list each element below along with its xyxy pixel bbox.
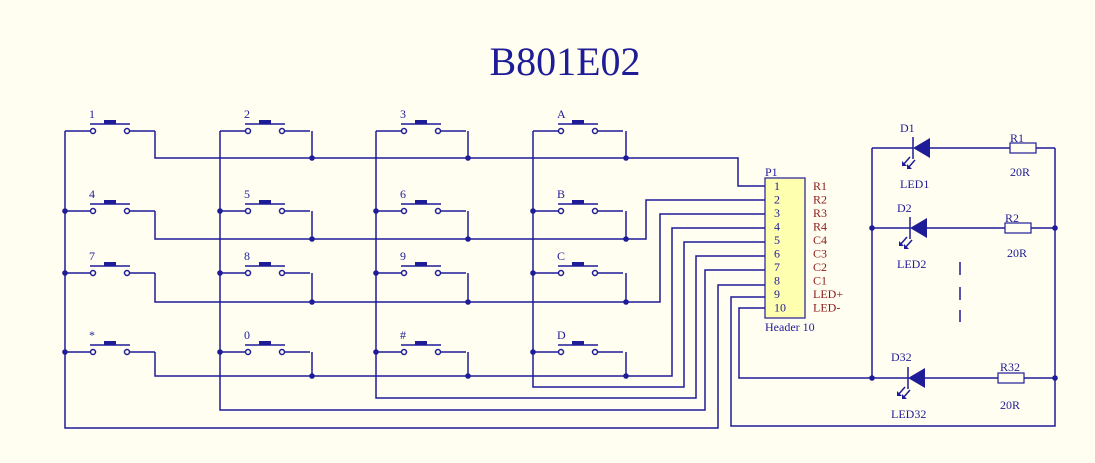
header-pin-name: C3	[813, 247, 827, 261]
key-switch: 4	[65, 187, 155, 215]
led-designator: D1	[900, 121, 915, 135]
header-pin-number: 4	[774, 220, 780, 234]
junction-dot	[1052, 375, 1058, 381]
key-switch: 9	[376, 249, 466, 277]
key-label: 3	[400, 107, 406, 121]
key-switch: C	[533, 249, 623, 277]
junction-dot	[465, 373, 471, 379]
led-name: LED32	[891, 407, 926, 421]
led-name: LED2	[897, 257, 926, 271]
key-switch: 6	[376, 187, 466, 215]
header-pin-number: 1	[774, 179, 780, 193]
key-switch: 7	[65, 249, 155, 277]
led-name: LED1	[900, 177, 929, 191]
key-label: #	[400, 328, 406, 342]
header-name: Header 10	[765, 320, 815, 334]
key-label: B	[557, 187, 565, 201]
key-label: 0	[244, 328, 250, 342]
junction-dot	[623, 236, 629, 242]
key-switch: 8	[220, 249, 310, 277]
header-designator: P1	[765, 165, 778, 179]
header-pin-name: LED-	[813, 301, 840, 315]
led-diode-icon	[908, 368, 925, 388]
junction-dot	[869, 375, 875, 381]
junction-dot	[465, 155, 471, 161]
resistor-icon	[1009, 142, 1037, 154]
key-switch: 0	[220, 328, 310, 356]
key-label: 5	[244, 187, 250, 201]
key-label: 4	[89, 187, 95, 201]
key-label: 6	[400, 187, 406, 201]
resistor-value: 20R	[1000, 398, 1020, 412]
header-pin-name: R1	[813, 179, 827, 193]
led-diode-icon	[910, 218, 927, 238]
resistor-designator: R1	[1010, 131, 1024, 145]
junction-dot	[309, 236, 315, 242]
key-switch: A	[533, 107, 623, 135]
junction-dot	[1052, 225, 1058, 231]
junction-dot	[309, 155, 315, 161]
header-pin-number: 7	[774, 260, 780, 274]
key-switch: 1	[65, 107, 155, 135]
resistor-value: 20R	[1010, 165, 1030, 179]
led-designator: D2	[897, 201, 912, 215]
wiring	[64, 131, 1056, 429]
key-label: 2	[244, 107, 250, 121]
key-label: *	[89, 328, 95, 342]
header-pin-name: R3	[813, 206, 827, 220]
header-pin-number: 6	[774, 247, 780, 261]
header-pin-number: 10	[774, 301, 786, 315]
key-switch: #	[376, 328, 466, 356]
header-body	[764, 177, 806, 319]
resistor-icon	[997, 372, 1025, 384]
junction-dot	[309, 373, 315, 379]
key-label: 7	[89, 249, 95, 263]
junction-dot	[623, 373, 629, 379]
junction-dot	[869, 225, 875, 231]
header-pin-name: LED+	[813, 287, 843, 301]
key-label: D	[557, 328, 566, 342]
header-pin-number: 3	[774, 206, 780, 220]
led-designator: D32	[891, 350, 912, 364]
junction-dot	[465, 236, 471, 242]
key-label: 9	[400, 249, 406, 263]
key-switch: D	[533, 328, 623, 356]
keypad-matrix: 1 2 3 A 4 5 6 B 7 8 9 C * 0 # D	[65, 107, 623, 356]
header-pin-name: C1	[813, 274, 827, 288]
resistor-value: 20R	[1007, 246, 1027, 260]
junction-dot	[465, 299, 471, 305]
led-diode-icon	[913, 138, 930, 158]
resistor-designator: R32	[1000, 360, 1020, 374]
key-label: 8	[244, 249, 250, 263]
key-switch: *	[65, 328, 155, 356]
key-label: C	[557, 249, 565, 263]
key-label: 1	[89, 107, 95, 121]
header-pin-number: 9	[774, 287, 780, 301]
header-connector: P1 1 R1 2 R2 3 R3 4 R4 5 C4 6 C3 7 C2 8 C1 9 LED+ 10 LED- H…	[764, 165, 843, 334]
junction-dot	[623, 299, 629, 305]
header-pin-name: C2	[813, 260, 827, 274]
header-pin-number: 2	[774, 193, 780, 207]
resistor-icon	[1004, 222, 1032, 234]
key-switch: 3	[376, 107, 466, 135]
header-pin-name: R2	[813, 193, 827, 207]
key-switch: 5	[220, 187, 310, 215]
header-pin-number: 5	[774, 233, 780, 247]
header-pin-name: C4	[813, 233, 827, 247]
key-label: A	[557, 107, 566, 121]
key-switch: 2	[220, 107, 310, 135]
junction-dot	[623, 155, 629, 161]
header-pin-number: 8	[774, 274, 780, 288]
junction-dot	[309, 299, 315, 305]
schematic-title: B801E02	[489, 39, 640, 84]
key-switch: B	[533, 187, 623, 215]
junctions	[62, 155, 1058, 381]
header-pin-name: R4	[813, 220, 827, 234]
resistor-designator: R2	[1005, 211, 1019, 225]
